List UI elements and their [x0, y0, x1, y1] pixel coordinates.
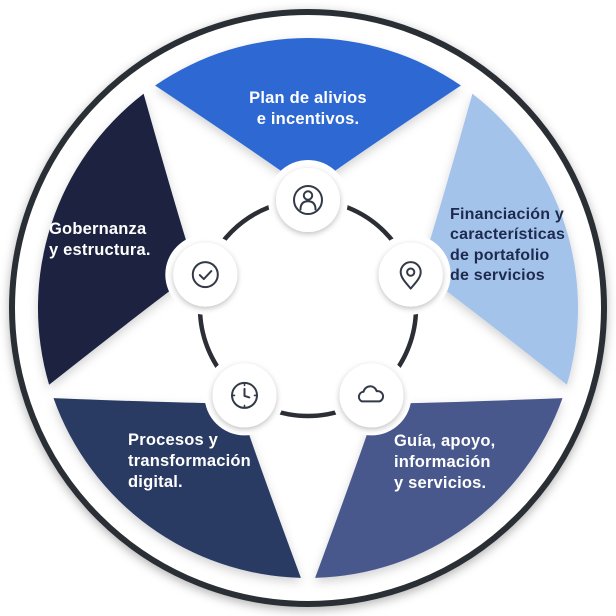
petal-gobernanza — [37, 93, 196, 385]
petal-group — [37, 38, 579, 578]
petal-procesos — [53, 398, 301, 578]
cloud-icon — [357, 385, 385, 403]
petal-guia — [315, 398, 563, 578]
icon-group — [191, 185, 422, 409]
check-circle-icon — [191, 261, 219, 289]
icon-circle — [339, 363, 404, 428]
icon-circle — [173, 242, 238, 307]
clock-icon — [231, 381, 258, 409]
petal-financiacion — [420, 93, 579, 385]
person-icon — [293, 185, 323, 215]
location-pin-icon — [399, 261, 422, 290]
petal-plan-alivios — [155, 38, 461, 190]
icon-circle — [378, 242, 443, 307]
